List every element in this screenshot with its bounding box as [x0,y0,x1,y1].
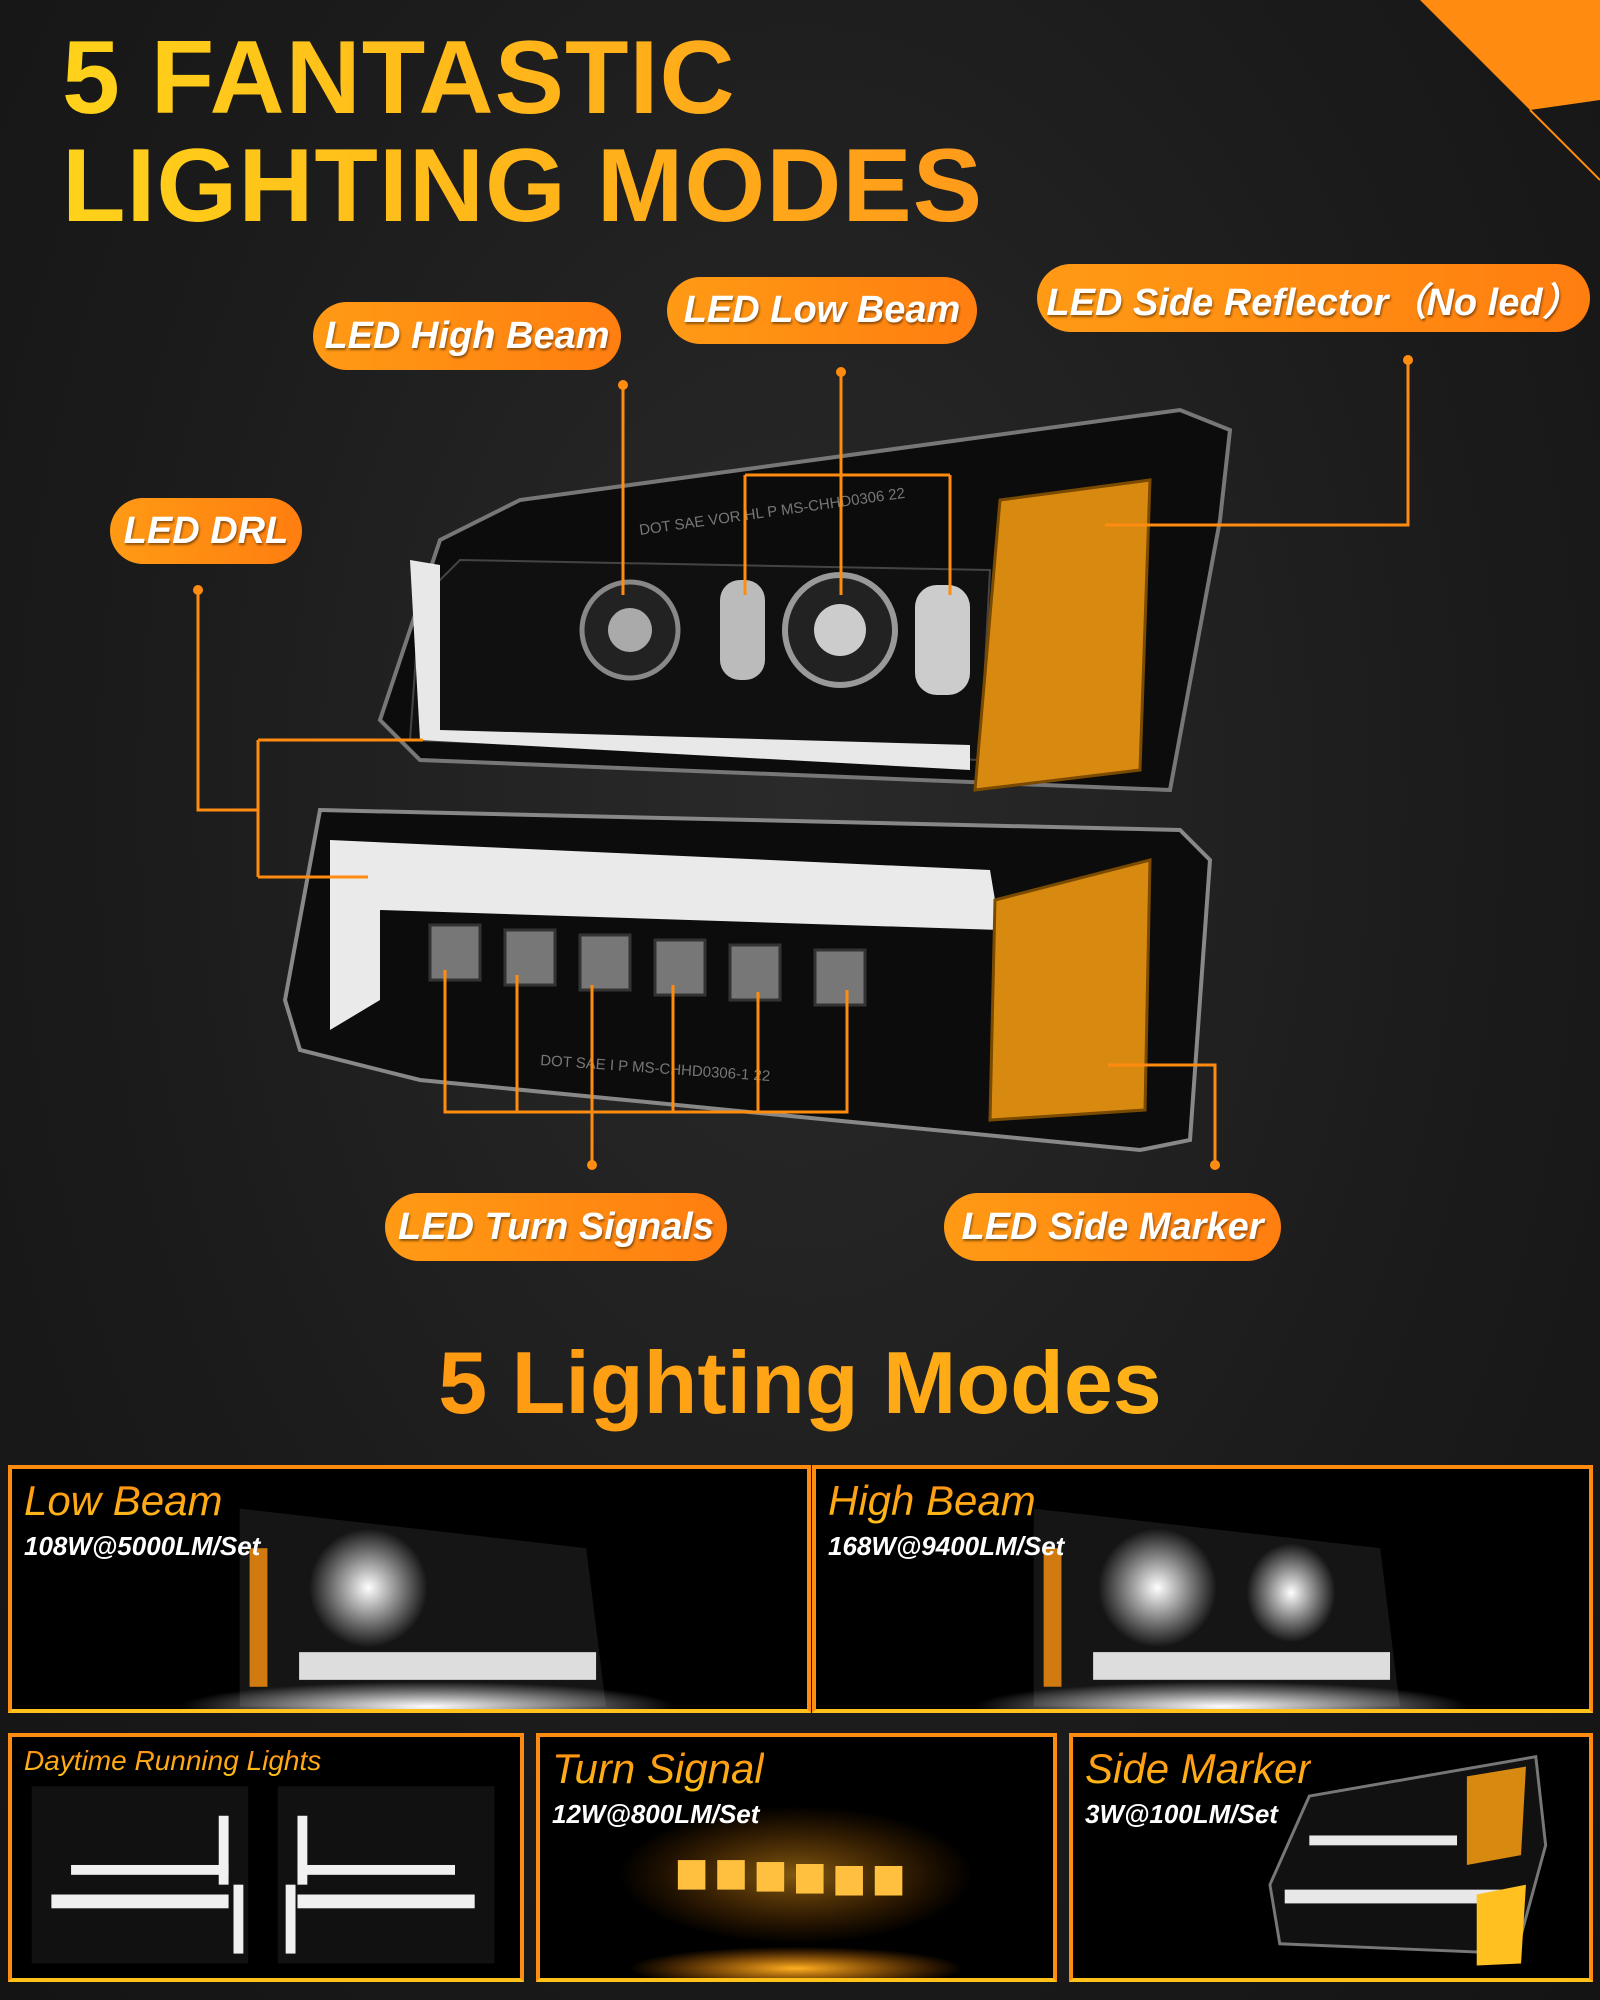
callout-lines [196,360,1410,1165]
drl-photo [31,1786,495,1964]
callout-led-high-beam: LED High Beam [313,302,621,370]
mode-title: Daytime Running Lights [24,1745,322,1776]
mode-panel-drl: Daytime Running Lights [8,1733,524,1982]
callout-led-low-beam: LED Low Beam [667,277,977,344]
turn-signal-photo [618,1805,974,1978]
mode-panel-side-marker: Side Marker 3W@100LM/Set [1069,1733,1593,1982]
corner-decoration [1420,0,1600,181]
headlight-illustration: DOT SAE VOR HL P MS-CHHD0306 22 DOT SAE … [193,355,1413,1170]
mode-spec: 108W@5000LM/Set [24,1531,261,1561]
mode-title: Side Marker [1085,1745,1312,1792]
mode-panel-turn-signal: Turn Signal 12W@800LM/Set [536,1733,1057,1982]
upper-headlight: DOT SAE VOR HL P MS-CHHD0306 22 [377,407,1233,793]
high-beam-photo [974,1508,1470,1709]
lower-bumper-light: DOT SAE I P MS-CHHD0306-1 22 [282,807,1213,1153]
mode-spec: 3W@100LM/Set [1085,1799,1278,1829]
callout-led-side-marker: LED Side Marker [944,1193,1281,1261]
mode-spec: 168W@9400LM/Set [828,1531,1065,1561]
callout-led-side-reflector: LED Side Reflector（No led） [1037,264,1590,332]
mode-panel-high-beam: High Beam 168W@9400LM/Set [812,1465,1593,1713]
mode-panel-low-beam: Low Beam 108W@5000LM/Set [8,1465,811,1713]
modes-heading: 5 Lighting Modes [0,1332,1600,1434]
low-beam-photo [180,1508,676,1709]
mode-title: Turn Signal [552,1745,764,1792]
mode-title: Low Beam [24,1477,223,1524]
callout-led-drl: LED DRL [110,498,302,564]
callout-dots [193,355,1413,1170]
mode-spec: 12W@800LM/Set [552,1799,760,1829]
side-marker-photo [1268,1754,1548,1966]
callout-led-turn-signals: LED Turn Signals [385,1193,727,1261]
mode-title: High Beam [828,1477,1036,1524]
